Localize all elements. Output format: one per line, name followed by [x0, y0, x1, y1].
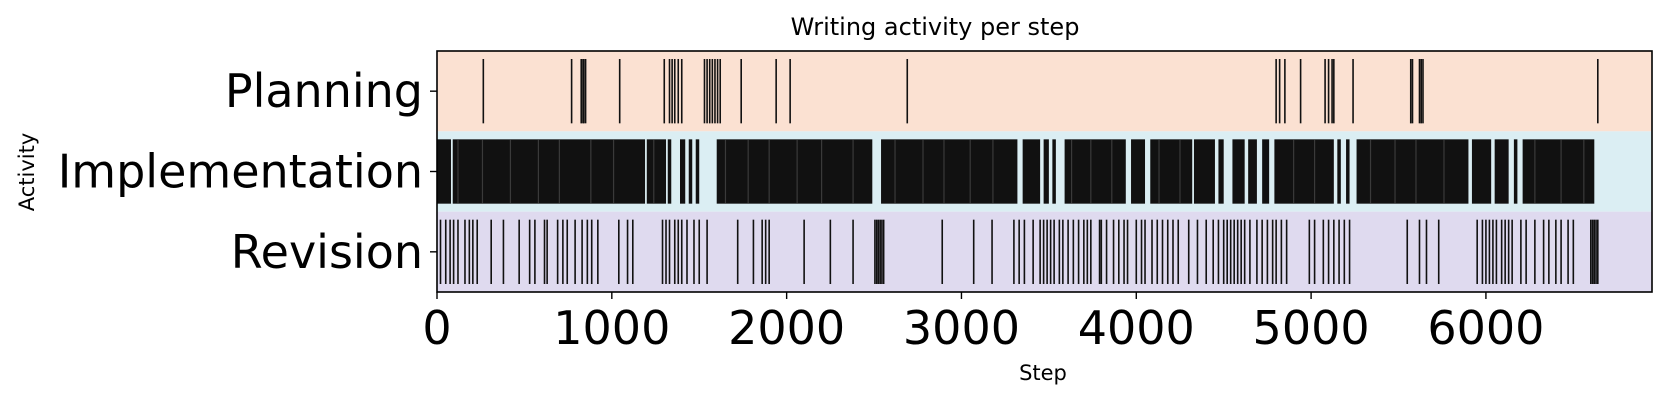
event-block-implementation	[1022, 139, 1041, 204]
event-block-implementation	[1356, 139, 1469, 204]
event-block-implementation	[667, 139, 672, 204]
event-block-implementation	[1064, 139, 1126, 204]
y-tick-label-implementation: Implementation	[58, 145, 423, 199]
event-block-implementation	[680, 139, 686, 204]
x-tick-label: 3000	[903, 301, 1020, 355]
x-tick-label: 2000	[728, 301, 845, 355]
x-axis-label: Step	[1019, 361, 1067, 385]
x-tick-label: 6000	[1427, 301, 1544, 355]
event-block-implementation	[695, 139, 700, 204]
event-block-implementation	[1262, 139, 1270, 204]
event-block-implementation	[1494, 139, 1509, 204]
event-block-implementation	[1043, 139, 1049, 204]
event-block-implementation	[881, 139, 1018, 204]
event-block-implementation	[1337, 139, 1341, 204]
x-tick-label: 4000	[1078, 301, 1195, 355]
event-block-implementation	[437, 139, 451, 204]
event-block-implementation	[716, 139, 873, 204]
event-block-implementation	[1346, 139, 1350, 204]
x-tick-label: 1000	[553, 301, 670, 355]
x-tick-label: 0	[422, 301, 451, 355]
event-block-implementation	[452, 139, 646, 204]
x-tick-label: 5000	[1253, 301, 1370, 355]
event-block-implementation	[688, 139, 693, 204]
event-block-implementation	[1513, 139, 1518, 204]
event-block-implementation	[1232, 139, 1245, 204]
x-axis: 0 1000 2000 3000 4000 5000 6000	[422, 292, 1544, 355]
event-block-implementation	[1218, 139, 1224, 204]
band-planning	[437, 51, 1652, 132]
y-axis-label: Activity	[15, 133, 39, 212]
band-revision	[437, 211, 1652, 292]
event-block-implementation	[1052, 139, 1056, 204]
y-tick-label-planning: Planning	[225, 64, 423, 118]
event-block-implementation	[1471, 139, 1492, 204]
event-block-implementation	[646, 139, 667, 204]
chart-title: Writing activity per step	[791, 13, 1080, 41]
event-block-implementation	[1274, 139, 1334, 204]
event-block-implementation	[1193, 139, 1215, 204]
y-tick-label-revision: Revision	[231, 225, 423, 279]
event-block-implementation	[1131, 139, 1146, 204]
event-block-implementation	[1248, 139, 1257, 204]
event-marks	[437, 59, 1599, 284]
event-block-implementation	[1150, 139, 1193, 204]
